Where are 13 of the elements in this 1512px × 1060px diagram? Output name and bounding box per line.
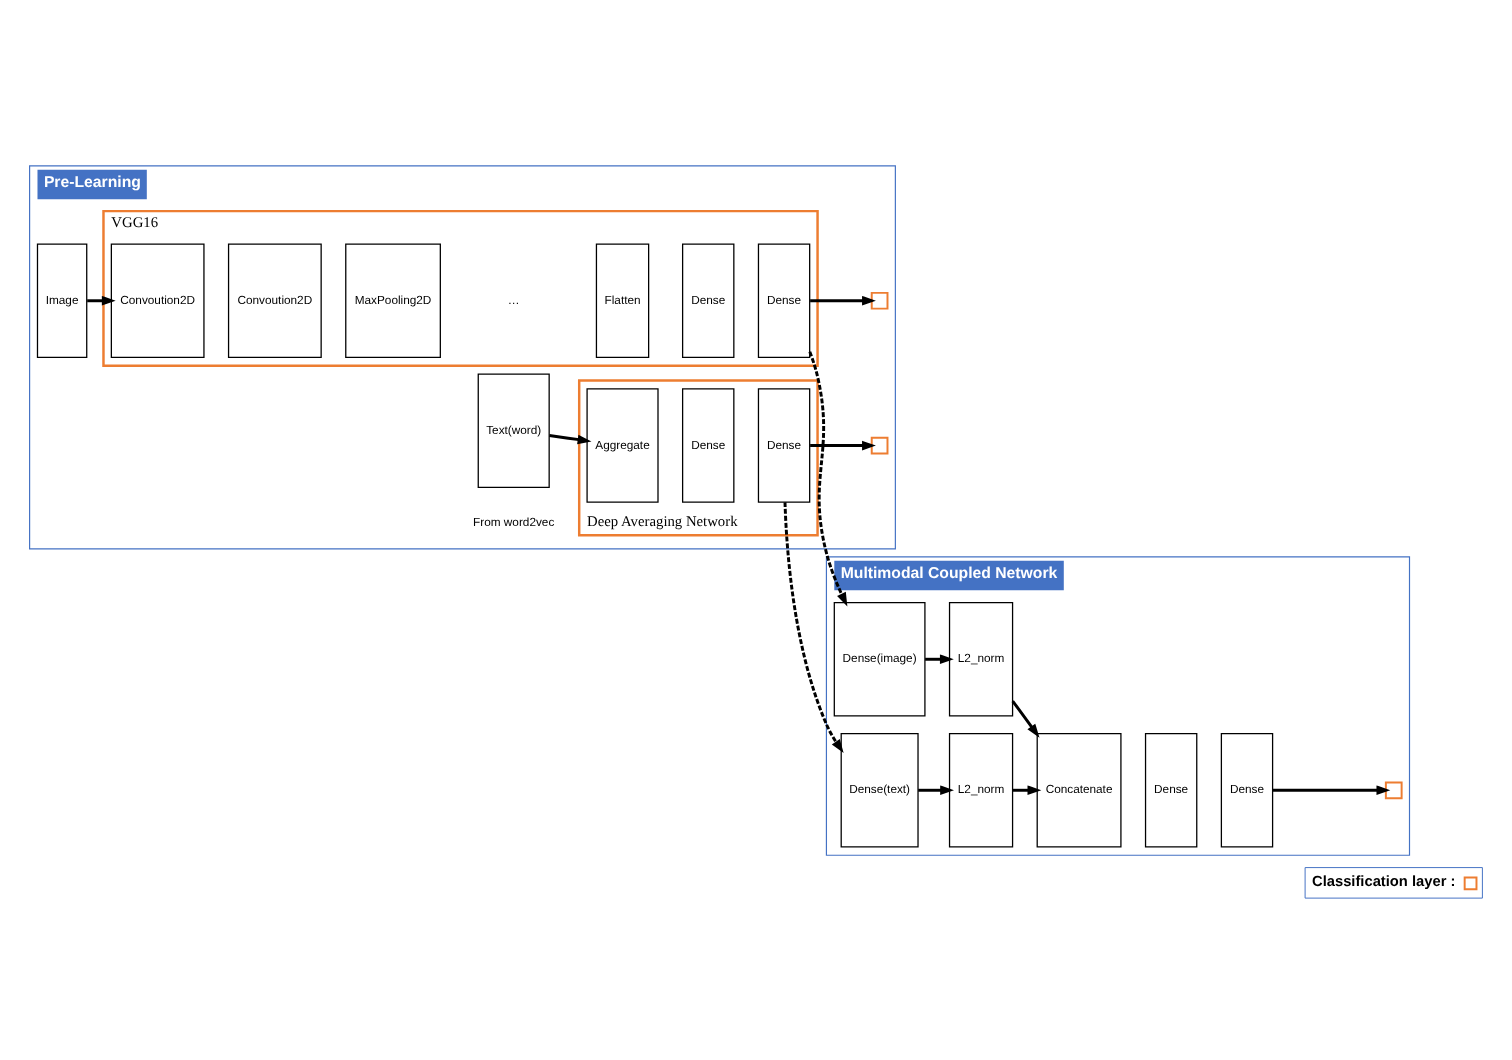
arrow	[783, 502, 844, 754]
arrow	[549, 434, 592, 445]
node-box	[870, 436, 889, 455]
arrow	[87, 295, 116, 306]
arrow	[1011, 700, 1040, 738]
arrow	[925, 654, 954, 665]
node-box	[870, 291, 889, 310]
node-box	[1384, 781, 1403, 800]
arrow	[918, 785, 954, 796]
arrow	[810, 295, 876, 306]
arrow	[1272, 785, 1391, 796]
arrow	[810, 440, 876, 451]
arrow	[808, 351, 848, 607]
